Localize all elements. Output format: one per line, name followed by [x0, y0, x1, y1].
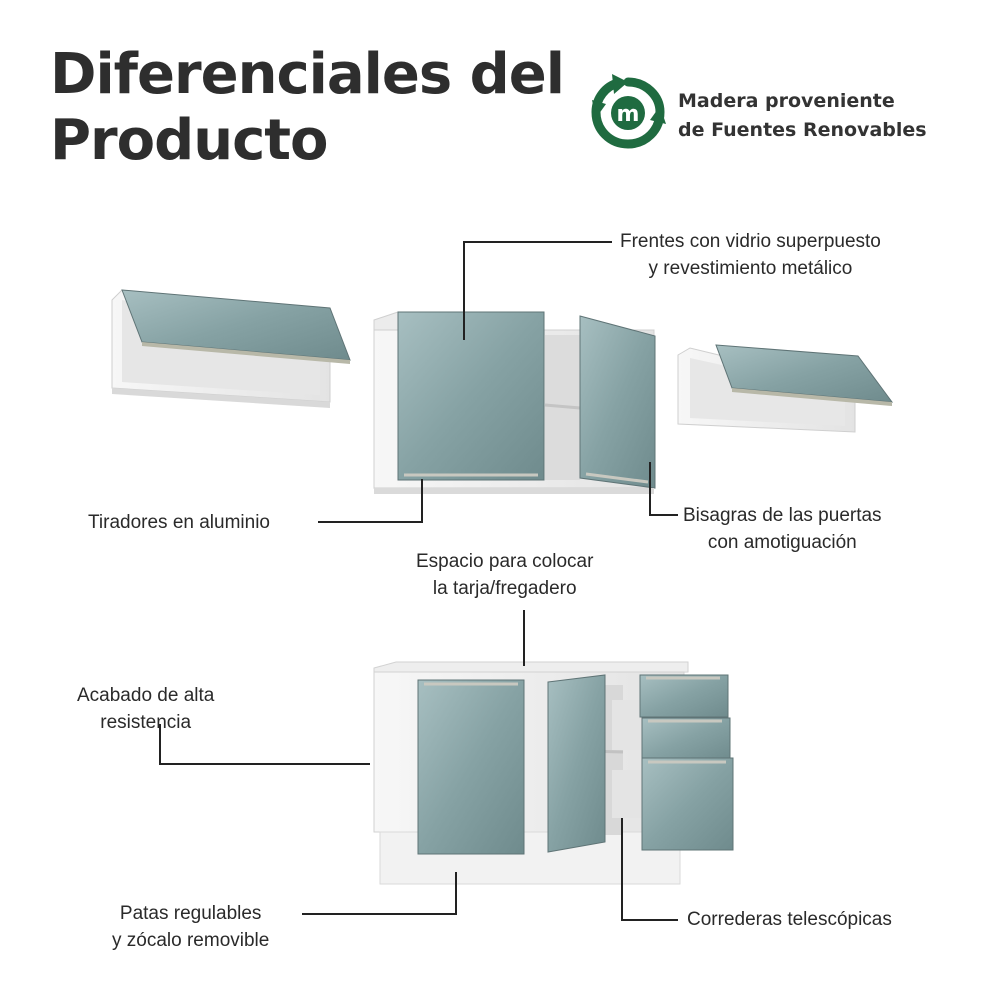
callout-acabado: Acabado de alta resistencia	[77, 685, 215, 733]
callout-frentes: Frentes con vidrio superpuesto y revesti…	[620, 231, 881, 279]
logo-letter: m	[617, 102, 640, 127]
recycle-leaf-icon: m	[591, 74, 666, 149]
upper-right-cabinet	[677, 344, 894, 433]
renewable-badge-text: Madera proveniente de Fuentes Renovables	[678, 87, 927, 145]
title-line-2: Producto	[50, 108, 329, 173]
callout-bisagras: Bisagras de las puertas con amotiguación	[683, 505, 882, 553]
upper-left-cabinet	[111, 289, 351, 408]
upper-center-cabinet	[373, 311, 656, 494]
badge-line-1: Madera proveniente	[678, 90, 895, 112]
badge-line-2: de Fuentes Renovables	[678, 119, 927, 141]
leader-lines	[159, 241, 678, 921]
base-cabinet	[373, 661, 734, 885]
page-title: Diferenciales del Producto	[50, 42, 565, 174]
callout-espacio: Espacio para colocar la tarja/fregadero	[416, 551, 594, 599]
callout-correderas: Correderas telescópicas	[687, 909, 892, 930]
callout-tiradores: Tiradores en aluminio	[88, 512, 270, 533]
callout-patas: Patas regulables y zócalo removible	[112, 903, 270, 951]
title-line-1: Diferenciales del	[50, 42, 565, 107]
